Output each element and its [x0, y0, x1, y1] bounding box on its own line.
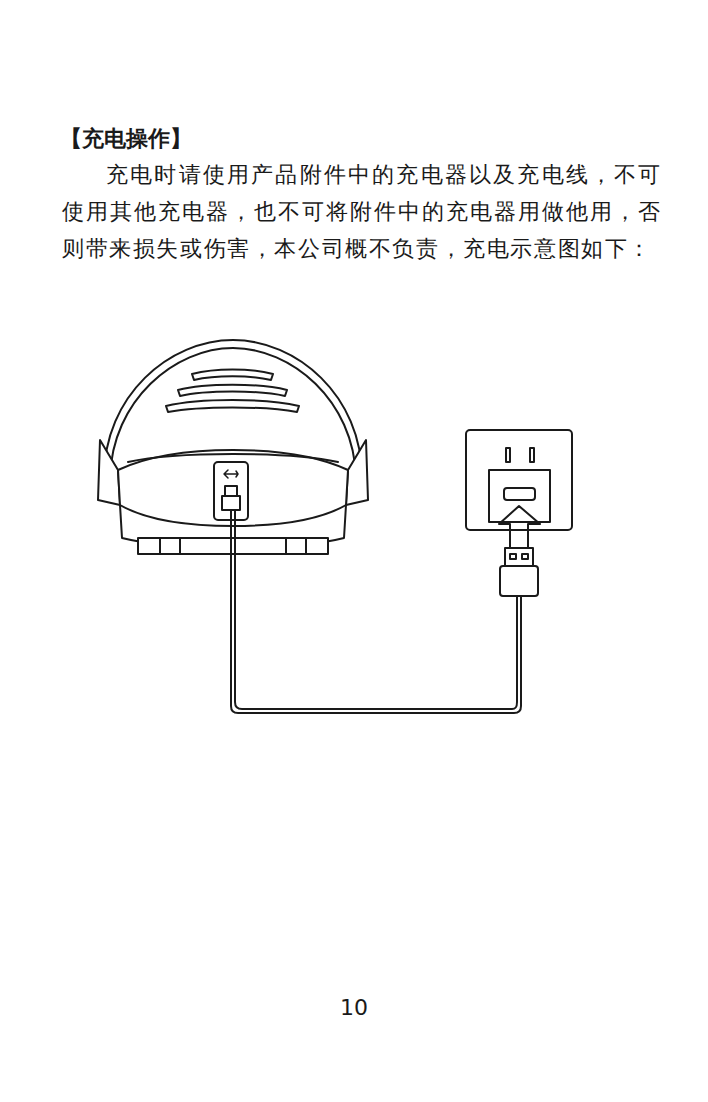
page-number: 10: [0, 994, 708, 1022]
body-paragraph: 充电时请使用产品附件中的充电器以及充电线，不可使用其他充电器，也不可将附件中的充…: [62, 156, 662, 267]
section-heading: 【充电操作】: [60, 124, 192, 154]
